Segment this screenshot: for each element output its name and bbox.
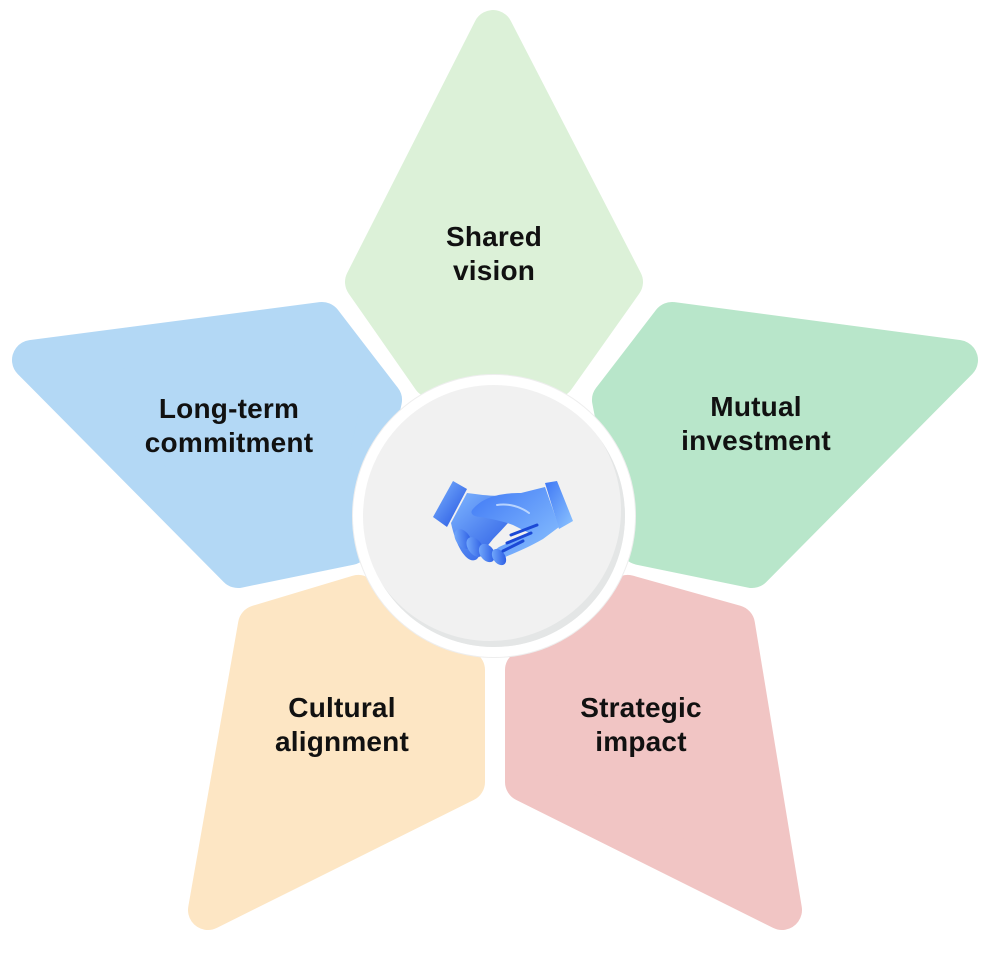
handshake-icon bbox=[433, 481, 573, 566]
label-line: Strategic bbox=[580, 692, 702, 723]
label-line: investment bbox=[681, 425, 831, 456]
label-line: Mutual bbox=[710, 391, 802, 422]
label-line: Shared bbox=[445, 221, 543, 252]
petal-mutual-investment bbox=[592, 302, 978, 588]
label-cultural-alignment: Cultural alignment bbox=[275, 691, 409, 759]
label-strategic-impact: Strategic impact bbox=[580, 691, 702, 759]
label-mutual-investment: Mutual investment bbox=[681, 390, 831, 458]
petal-strategic-impact bbox=[505, 575, 802, 930]
petal-shared-vision bbox=[345, 10, 643, 398]
label-shared-vision: Shared vision bbox=[446, 220, 542, 288]
label-line: impact bbox=[595, 726, 687, 757]
label-long-term-commitment: Long-term commitment bbox=[145, 392, 313, 460]
label-line: commitment bbox=[144, 427, 314, 458]
center-hub bbox=[353, 375, 635, 657]
label-line: vision bbox=[452, 255, 536, 286]
label-line: Long-term bbox=[158, 393, 300, 424]
label-line: alignment bbox=[274, 726, 410, 757]
petal-cultural-alignment bbox=[188, 575, 485, 930]
center-hub-inner bbox=[363, 385, 625, 647]
label-line: Cultural bbox=[288, 692, 396, 723]
